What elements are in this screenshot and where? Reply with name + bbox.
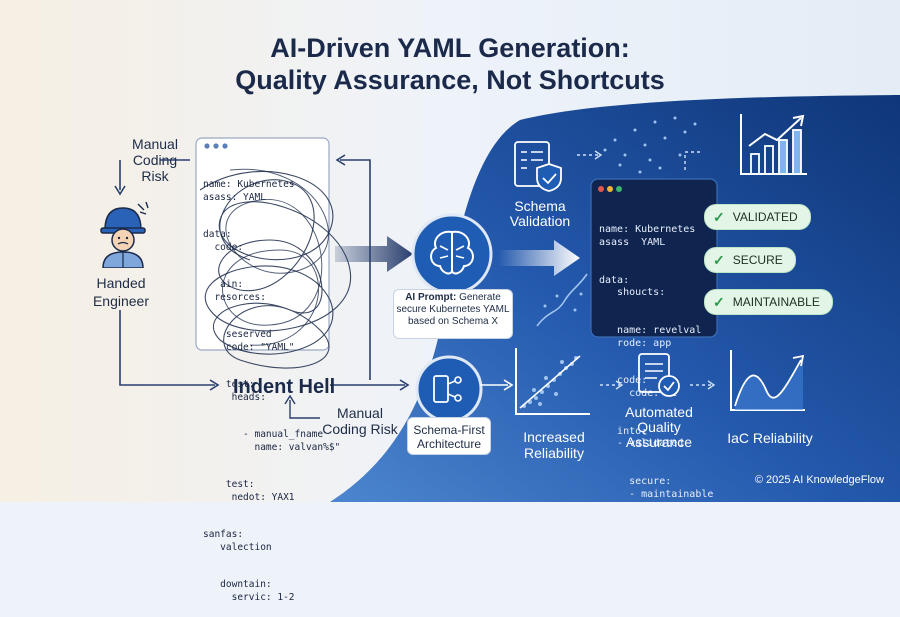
check-icon: ✓	[713, 293, 725, 310]
engineer-label: Handed Engineer	[92, 275, 150, 309]
bar-chart-icon	[740, 114, 807, 175]
line-chart-icon	[536, 273, 588, 327]
brain-icon	[411, 213, 493, 295]
bottom-connectors	[480, 379, 716, 391]
schema-shield-icon	[514, 141, 562, 192]
scatter-chart-icon	[515, 348, 590, 415]
page-title-line2: Quality Assurance, Not Shortcuts	[235, 65, 665, 95]
flow-arrow-in	[335, 236, 413, 272]
copyright-text: © 2025 AI KnowledgeFlow	[754, 474, 884, 486]
flow-icon	[415, 355, 483, 423]
manual-coding-risk-bottom: Manual Coding Risk	[322, 405, 398, 437]
automated-qa-label: Automated Quality Assurance	[625, 404, 693, 450]
engineer-icon	[100, 207, 146, 268]
indent-hell-label: Indent Hell	[233, 376, 336, 398]
dashed-arrows-top	[577, 150, 701, 170]
schema-validation-label: Schema Validation	[509, 198, 571, 229]
messy-code-panel	[195, 137, 330, 351]
tangle-scribble	[199, 168, 351, 369]
page-title-line1: AI-Driven YAML Generation:	[270, 33, 630, 63]
validated-badge: ✓VALIDATED	[704, 204, 811, 230]
schema-first-architecture: Schema-First Architecture	[407, 417, 491, 455]
manual-coding-risk-top: Manual Coding Risk	[132, 136, 178, 184]
iac-reliability-label: IaC Reliability	[727, 430, 813, 446]
check-icon: ✓	[713, 208, 725, 225]
increased-reliability-label: Increased Reliability	[523, 429, 585, 461]
secure-badge: ✓SECURE	[704, 247, 796, 273]
document-check-icon	[638, 353, 680, 397]
left-connectors	[114, 154, 410, 419]
flow-arrow-out	[498, 240, 580, 276]
ai-prompt-box: AI Prompt: Generate secure Kubernetes YA…	[393, 289, 513, 339]
area-chart-icon	[730, 350, 805, 411]
check-icon: ✓	[713, 251, 725, 268]
warning-icon	[137, 201, 149, 215]
maintainable-badge: ✓MAINTAINABLE	[704, 289, 833, 315]
dot-texture	[603, 116, 697, 174]
